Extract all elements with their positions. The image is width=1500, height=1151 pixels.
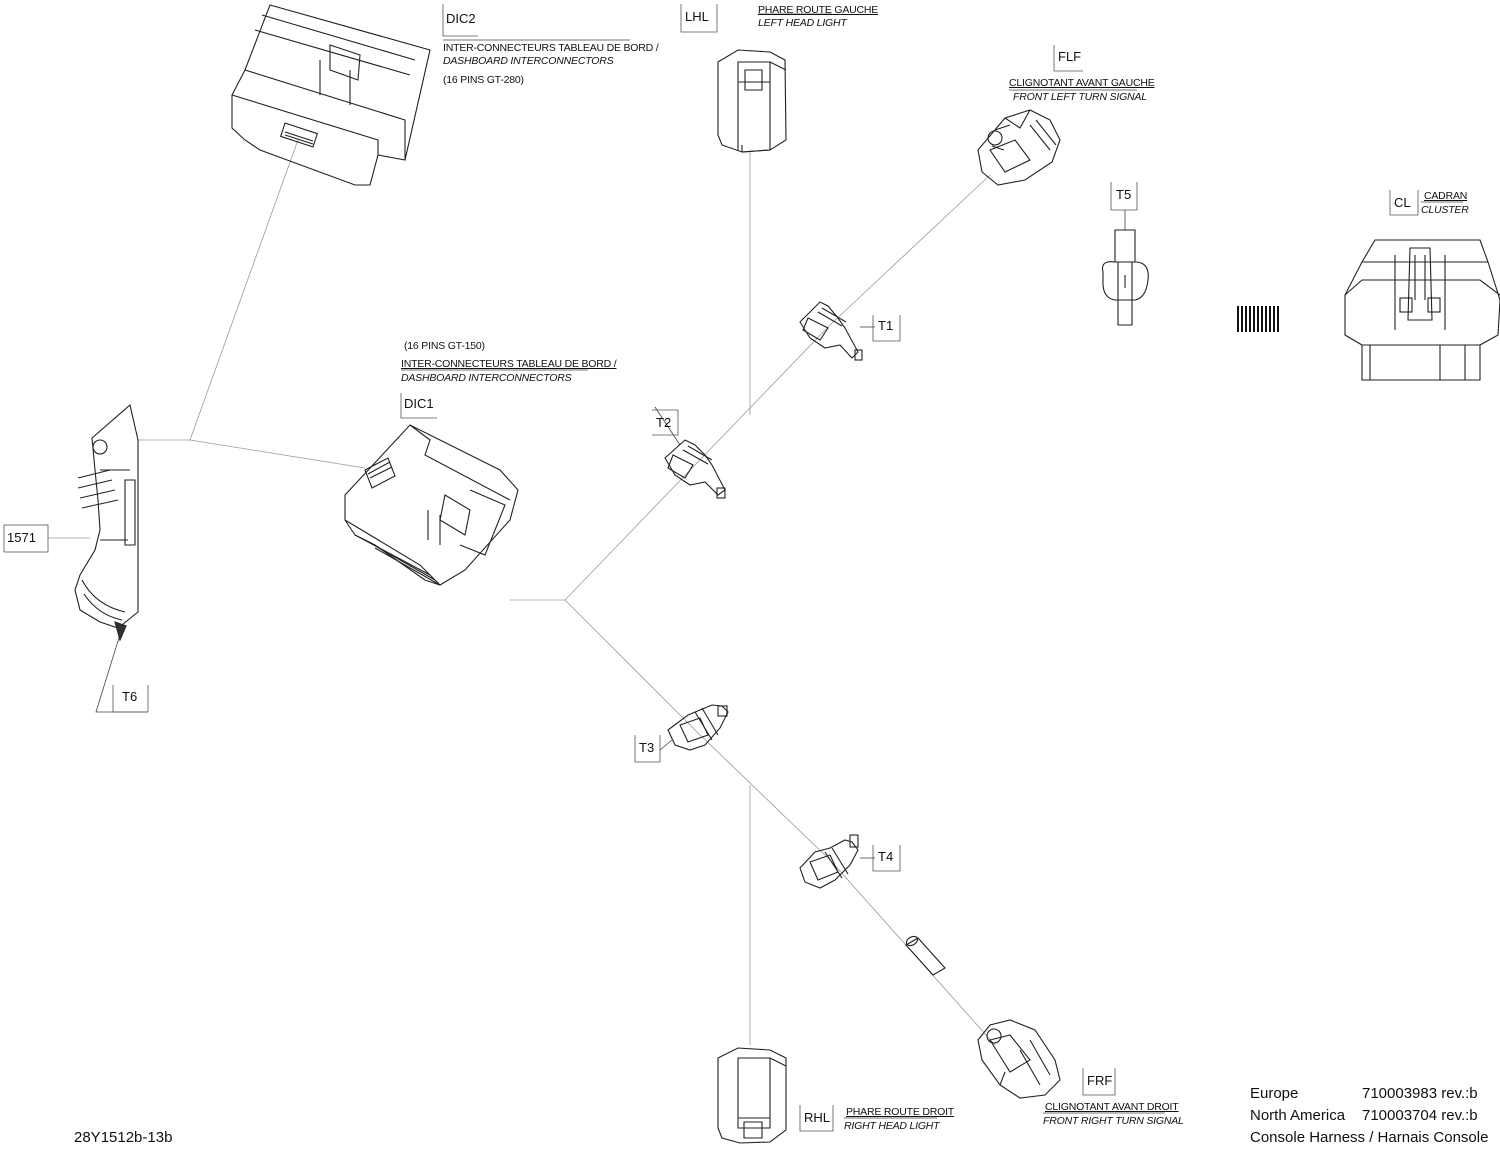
dic2-desc-fr: INTER-CONNECTEURS TABLEAU DE BORD /: [443, 42, 659, 54]
t2-terminal: [664, 439, 726, 499]
callout-frames: [3, 4, 1419, 1132]
dic2-connector: [231, 4, 431, 186]
info-na-label: North America: [1250, 1107, 1346, 1124]
cl-desc-en: CLUSTER: [1421, 204, 1469, 216]
t1-terminal: [799, 301, 863, 361]
t3-terminal: [667, 704, 729, 751]
callout-frf: FRF: [1087, 1073, 1113, 1088]
dic1-desc-en: DASHBOARD INTERCONNECTORS: [401, 372, 572, 384]
cl-desc-fr: CADRAN: [1424, 190, 1468, 202]
drawing-number: 28Y1512b-13b: [74, 1129, 173, 1146]
callout-dic2: DIC2: [446, 11, 476, 26]
flf-desc-fr: CLIGNOTANT AVANT GAUCHE: [1009, 77, 1155, 89]
callout-leaders: [95, 13, 1463, 1119]
part-1571: [74, 403, 139, 642]
info-na-value: 710003704 rev.:b: [1362, 1107, 1478, 1124]
rhl-desc-fr: PHARE ROUTE DROIT: [846, 1106, 955, 1118]
dic1-pins: (16 PINS GT-150): [404, 340, 485, 352]
dic1-desc-fr: INTER-CONNECTEURS TABLEAU DE BORD /: [401, 358, 617, 370]
callout-t3: T3: [639, 740, 655, 755]
info-title: Console Harness / Harnais Console: [1250, 1129, 1489, 1146]
t5-terminal: [1101, 229, 1149, 326]
frf-connector: [977, 1019, 1061, 1099]
info-europe-label: Europe: [1250, 1085, 1299, 1102]
wiring-lines: [48, 139, 996, 1046]
callout-rhl: RHL: [804, 1110, 831, 1125]
inline-fuse: [905, 935, 946, 976]
callout-flf: FLF: [1058, 49, 1082, 64]
barcode: [1237, 306, 1279, 332]
callout-t4: T4: [878, 849, 894, 864]
callout-dic1: DIC1: [404, 396, 434, 411]
lhl-desc-en: LEFT HEAD LIGHT: [758, 17, 847, 29]
callout-t5: T5: [1116, 187, 1132, 202]
callout-t6: T6: [122, 689, 138, 704]
callout-cl: CL: [1394, 195, 1411, 210]
lhl-connector: [717, 49, 787, 153]
rhl-desc-en: RIGHT HEAD LIGHT: [844, 1120, 940, 1132]
lhl-desc-fr: PHARE ROUTE GAUCHE: [758, 4, 879, 16]
flf-connector: [977, 109, 1061, 186]
info-europe-value: 710003983 rev.:b: [1362, 1085, 1478, 1102]
dic1-connector: [344, 424, 519, 586]
frf-desc-en: FRONT RIGHT TURN SIGNAL: [1043, 1115, 1184, 1127]
callout-t1: T1: [878, 318, 894, 333]
dic2-pins: (16 PINS GT-280): [443, 74, 524, 86]
rhl-connector: [717, 1047, 787, 1144]
flf-desc-en: FRONT LEFT TURN SIGNAL: [1013, 91, 1147, 103]
frf-desc-fr: CLIGNOTANT AVANT DROIT: [1045, 1101, 1179, 1113]
callout-lhl: LHL: [685, 9, 709, 24]
t4-terminal: [799, 834, 859, 889]
callout-t2: T2: [656, 415, 672, 430]
callout-1571: 1571: [7, 530, 36, 545]
dic2-desc-en: DASHBOARD INTERCONNECTORS: [443, 55, 614, 67]
cluster-connector: [1344, 239, 1500, 381]
